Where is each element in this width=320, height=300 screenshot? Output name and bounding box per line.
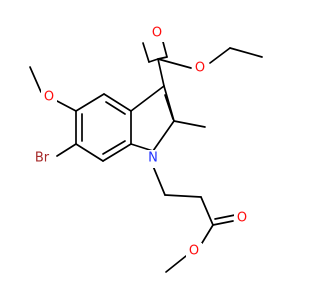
bond — [152, 165, 166, 196]
bond — [148, 58, 159, 63]
bond — [142, 42, 150, 63]
bond — [102, 143, 132, 162]
methoxy-oxygen-label: O — [44, 90, 54, 105]
bromine-label: Br — [35, 151, 50, 166]
bond — [214, 214, 236, 220]
bond — [165, 255, 187, 273]
bond — [157, 58, 165, 87]
atom-labels: O O O Br N O O — [28, 24, 250, 261]
bond — [103, 93, 132, 112]
side-chain-carbonyl-oxygen-label: O — [237, 211, 247, 226]
bond — [152, 120, 175, 152]
bond — [130, 143, 154, 152]
bond — [56, 143, 77, 157]
bond — [157, 58, 192, 69]
ester-oxygen-label: O — [195, 61, 205, 76]
bond — [164, 94, 174, 120]
bond — [75, 93, 105, 112]
bond — [201, 224, 214, 244]
bond — [229, 47, 263, 58]
carbonyl-oxygen-label: O — [152, 26, 162, 41]
bond — [75, 143, 104, 162]
bond — [102, 140, 126, 155]
structure-diagram: O O O Br N O O — [28, 24, 263, 273]
side-chain-ester-oxygen-label: O — [189, 244, 199, 259]
bond — [164, 194, 202, 198]
bond — [200, 196, 214, 226]
bond — [130, 85, 165, 112]
bond — [209, 47, 231, 64]
bond — [173, 120, 206, 128]
nitrogen-label: N — [148, 151, 158, 166]
bond — [105, 101, 126, 115]
bond — [212, 220, 234, 226]
bond-lines — [29, 37, 263, 273]
bond — [56, 100, 77, 112]
bond — [29, 66, 42, 93]
